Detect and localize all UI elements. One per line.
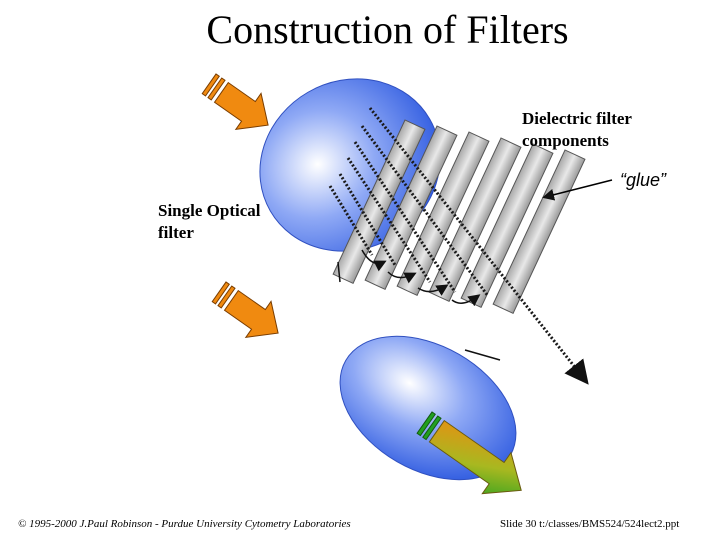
- dielectric-components-label: Dielectric filter components: [522, 108, 632, 152]
- dielectric-plate: [492, 149, 586, 315]
- slide-info-footer: Slide 30 t:/classes/BMS524/524lect2.ppt: [500, 518, 680, 530]
- reflected-beam: [451, 294, 481, 307]
- light-beam: [328, 185, 374, 256]
- reflected-beam: [337, 261, 341, 283]
- glue-label: “glue”: [620, 170, 667, 190]
- reflected-beam: [387, 271, 417, 284]
- copyright-footer: © 1995-2000 J.Paul Robinson - Purdue Uni…: [18, 518, 351, 530]
- light-beams: [328, 107, 589, 385]
- light-beam: [368, 107, 589, 385]
- incident-light-arrow: [211, 281, 279, 339]
- slide-title: Construction of Filters: [206, 7, 569, 52]
- filtered-output-arrow: [416, 411, 522, 495]
- dielectric-plate: [428, 137, 522, 303]
- glue-pointer: [542, 179, 613, 201]
- dielectric-plate: [396, 131, 490, 297]
- incoming-light-arrow: [201, 73, 269, 131]
- dielectric-plate: [364, 125, 458, 291]
- dielectric-label-line1: Dielectric filter: [522, 109, 632, 128]
- reflected-beam: [464, 349, 501, 361]
- reflected-beam: [361, 249, 387, 272]
- single-optical-filter-label: Single Optical filter: [158, 200, 260, 244]
- single-filter-label-line2: filter: [158, 223, 194, 242]
- light-beam: [338, 173, 397, 266]
- single-filter-label-line1: Single Optical: [158, 201, 261, 220]
- dielectric-label-line2: components: [522, 131, 609, 150]
- light-beam: [360, 125, 490, 297]
- dielectric-plate-stack: [332, 119, 586, 315]
- reflected-beams: [337, 249, 501, 361]
- dielectric-plate: [332, 119, 426, 285]
- reflected-beam: [417, 284, 449, 296]
- light-beam: [346, 157, 432, 283]
